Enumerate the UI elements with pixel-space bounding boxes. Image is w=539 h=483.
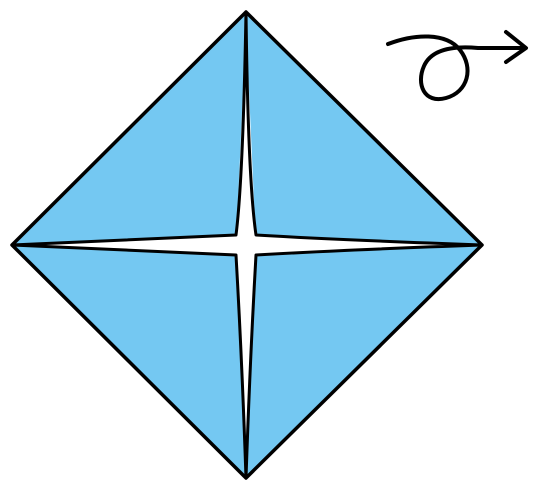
turn-over-arrow-icon xyxy=(388,32,526,99)
center-cross-slit xyxy=(12,12,482,478)
turn-over-loop xyxy=(388,36,524,99)
